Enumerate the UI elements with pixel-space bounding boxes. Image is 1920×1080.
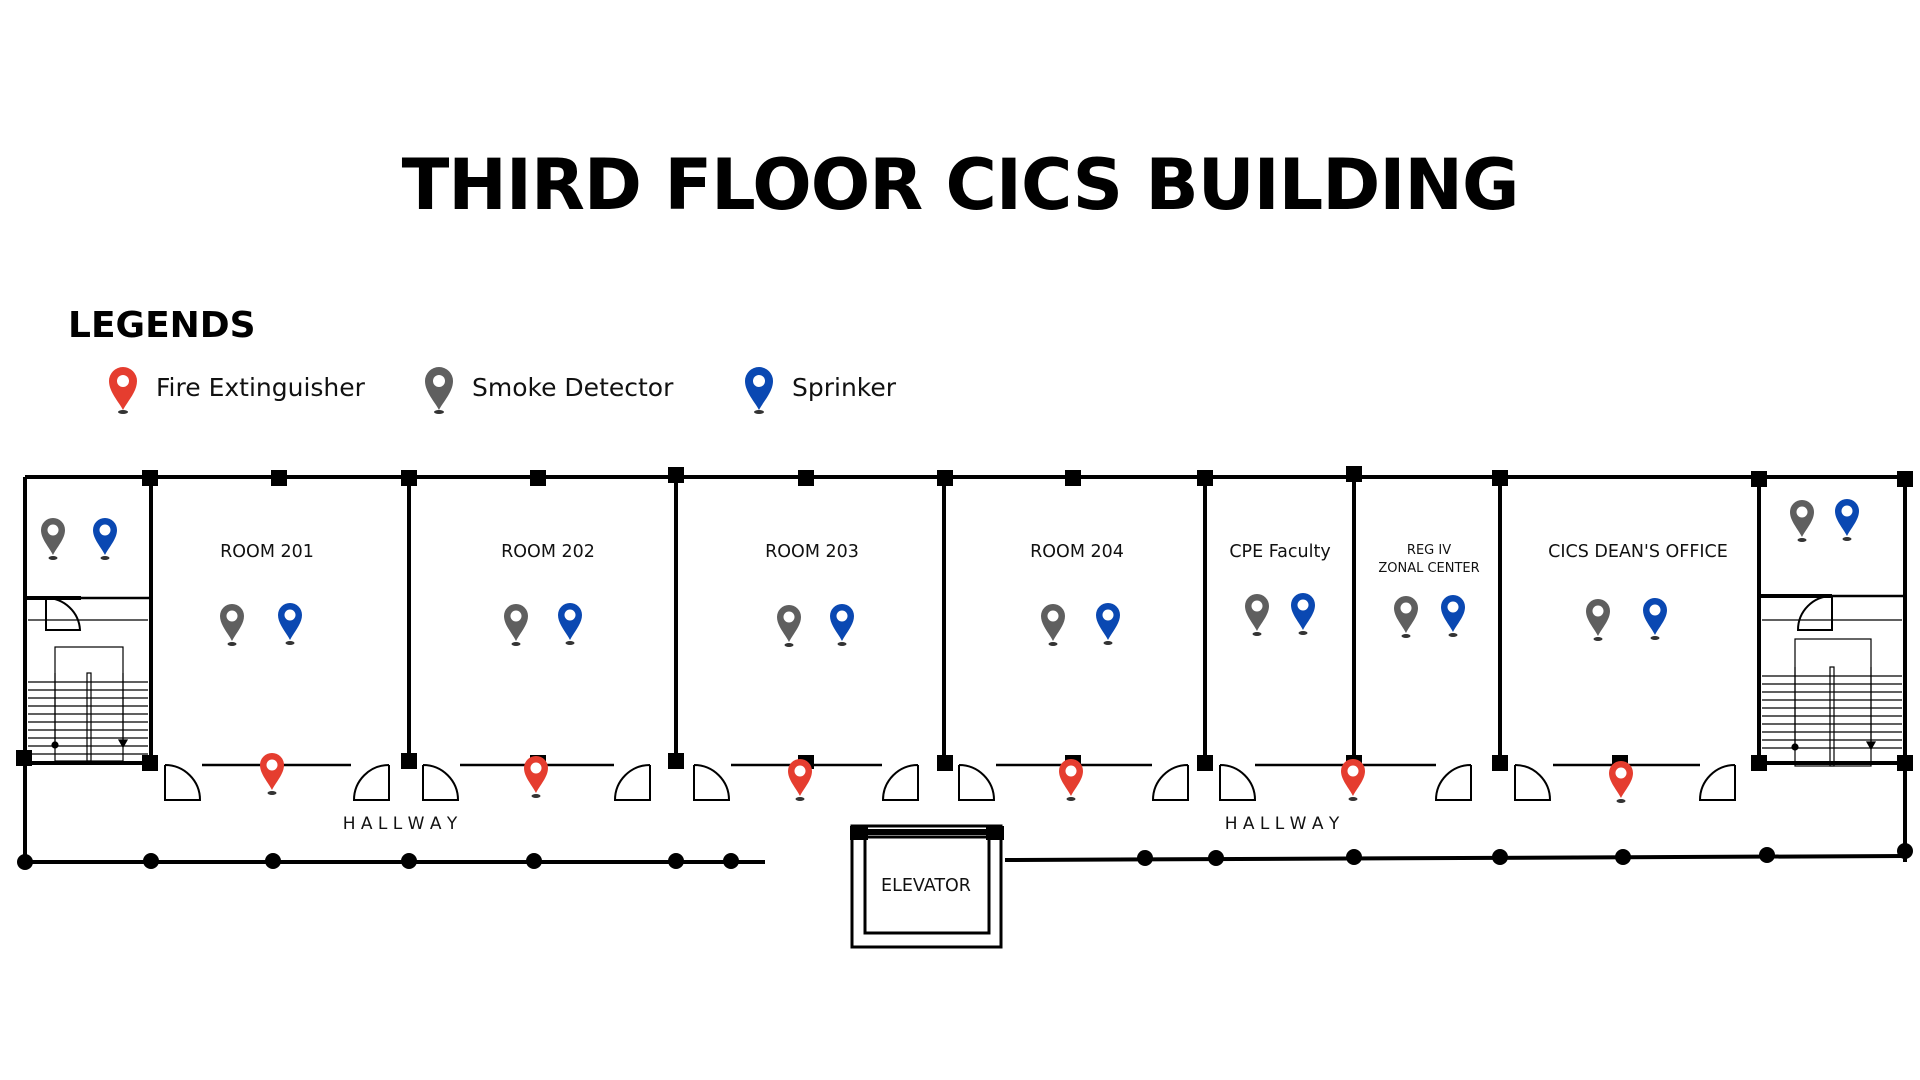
legend-label: Sprinker	[792, 373, 897, 402]
smoke-detector-icon	[504, 604, 528, 646]
smoke-detector-icon	[1041, 604, 1065, 646]
fire-extinguisher-icon	[1341, 759, 1365, 801]
left-staircase	[28, 619, 148, 762]
hallway-label-left: H A L L W A Y	[343, 814, 458, 834]
hallway-label-right: H A L L W A Y	[1225, 814, 1340, 834]
smoke-detector-icon	[41, 518, 65, 560]
smoke-detector-icon	[777, 605, 801, 647]
fire-extinguisher-icon	[1609, 761, 1633, 803]
room-labels: ROOM 201 ROOM 202 ROOM 203 ROOM 204 CPE …	[220, 542, 1728, 834]
sprinkler-icon	[93, 518, 117, 560]
elevator: ELEVATOR	[850, 824, 1004, 949]
legend-label: Fire Extinguisher	[156, 373, 365, 402]
smoke-detector-icon	[1586, 599, 1610, 641]
fire-extinguisher-icon	[524, 756, 548, 798]
room-label-204: ROOM 204	[1030, 542, 1124, 562]
room-label-reg-iv: REG IV	[1407, 543, 1451, 558]
sprinkler-icon	[1643, 598, 1667, 640]
door-swings	[45, 595, 1833, 801]
sprinkler-icon	[558, 603, 582, 645]
legend-item-smoke-detector: Smoke Detector	[422, 366, 673, 416]
legend-label: Smoke Detector	[472, 373, 674, 402]
hallway-columns	[17, 843, 1913, 870]
sprinkler-icon	[1096, 603, 1120, 645]
smoke-detector-pin-icon	[425, 367, 453, 414]
page-title: THIRD FLOOR CICS BUILDING	[401, 144, 1520, 226]
smoke-detector-icon	[1245, 594, 1269, 636]
fire-extinguisher-icon	[260, 753, 284, 795]
sprinkler-icon	[278, 603, 302, 645]
sprinkler-icon	[830, 604, 854, 646]
smoke-detector-icon	[1790, 500, 1814, 542]
fire-extinguisher-pin-icon	[109, 367, 137, 414]
room-label-203: ROOM 203	[765, 542, 859, 562]
legend-item-sprinkler: Sprinker	[742, 366, 896, 416]
smoke-detector-icon	[220, 604, 244, 646]
room-label-202: ROOM 202	[501, 542, 595, 562]
sprinkler-icon	[1441, 595, 1465, 637]
fire-extinguisher-icon	[788, 759, 812, 801]
sprinkler-pin-icon	[745, 367, 773, 414]
elevator-label: ELEVATOR	[881, 876, 971, 896]
fire-extinguisher-icon	[1059, 759, 1083, 801]
legend-item-fire-extinguisher: Fire Extinguisher	[106, 366, 365, 416]
room-label-cpe-faculty: CPE Faculty	[1229, 542, 1330, 562]
sprinkler-icon	[1291, 593, 1315, 635]
smoke-detector-icon	[1394, 596, 1418, 638]
sprinkler-icon	[1835, 499, 1859, 541]
legend-title: LEGENDS	[68, 305, 256, 346]
room-label-zonal-center: ZONAL CENTER	[1378, 561, 1479, 576]
corridor-wall	[81, 594, 1905, 767]
building-walls	[23, 475, 1907, 864]
room-label-deans-office: CICS DEAN'S OFFICE	[1548, 542, 1728, 562]
room-label-201: ROOM 201	[220, 542, 314, 562]
smoke-detector-markers	[41, 500, 1814, 647]
right-staircase	[1762, 619, 1902, 767]
